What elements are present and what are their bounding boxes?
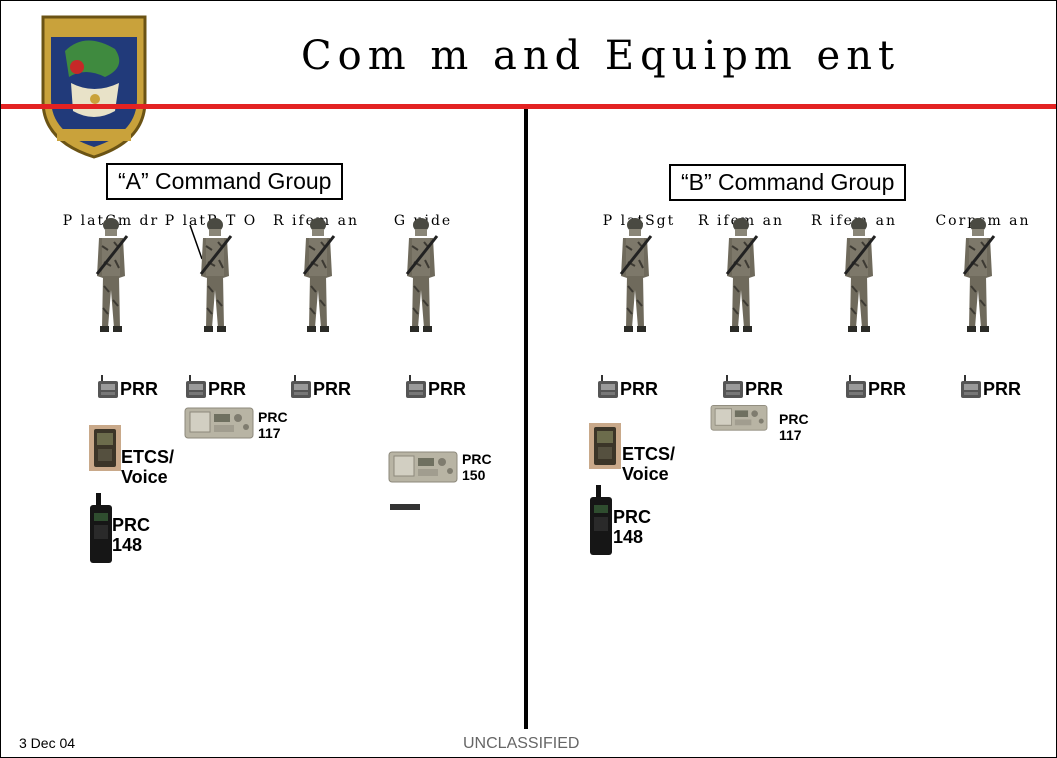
classification-label: UNCLASSIFIED: [463, 735, 580, 752]
prr-radio-icon: [406, 375, 428, 399]
prr-radio-icon: [98, 375, 120, 399]
prr-device: PRR: [406, 375, 466, 399]
soldier-icon: [613, 216, 657, 336]
prr-device: PRR: [846, 375, 906, 399]
handheld-radio-icon: [588, 485, 614, 555]
soldier-icon: [956, 216, 1000, 336]
prr-radio-icon: [723, 375, 745, 399]
device-label: PRR: [428, 379, 467, 399]
prr-radio-icon: [186, 375, 208, 399]
device-label: PRR: [208, 379, 247, 399]
prc150-label: PRC 150: [462, 451, 492, 483]
prr-device: PRR: [598, 375, 658, 399]
etcs-device-icon: [89, 425, 121, 471]
footer-date: 3 Dec 04: [19, 735, 76, 751]
prr-radio-icon: [598, 375, 620, 399]
prc148-label: PRC 148: [112, 515, 151, 555]
prr-radio-icon: [961, 375, 983, 399]
device-label: PRR: [868, 379, 907, 399]
prc117-label: PRC 117: [779, 411, 809, 443]
prr-device: PRR: [961, 375, 1021, 399]
soldier-icon: [296, 216, 340, 336]
warfighting-lab-logo: [41, 15, 147, 159]
prr-device: PRR: [723, 375, 783, 399]
etcs-label: ETCS/ Voice: [622, 444, 676, 484]
soldier-icon: [399, 216, 443, 336]
prr-radio-icon: [291, 375, 313, 399]
manpack-radio-icon: [184, 405, 254, 439]
prc148-label: PRC 148: [613, 507, 652, 547]
etcs-label: ETCS/ Voice: [121, 447, 175, 487]
prr-radio-icon: [846, 375, 868, 399]
soldier-icon: [193, 216, 237, 336]
device-label: PRR: [120, 379, 159, 399]
group-b-label: “B” Command Group: [669, 164, 907, 201]
rto-leader-line: [189, 224, 203, 260]
device-label: PRR: [745, 379, 784, 399]
soldier-icon: [719, 216, 763, 336]
group-a-label: “A” Command Group: [106, 163, 344, 200]
handheld-radio-icon: [88, 493, 114, 563]
slide-title: Com m and Equipm ent: [301, 33, 901, 79]
device-label: PRR: [313, 379, 352, 399]
device-label: PRR: [620, 379, 659, 399]
prr-device: PRR: [186, 375, 246, 399]
manpack-radio-icon: [704, 403, 774, 431]
etcs-device-icon: [589, 423, 621, 469]
handset-icon: [390, 504, 420, 510]
group-divider: [524, 109, 528, 729]
soldier-icon: [89, 216, 133, 336]
title-underline: [1, 104, 1056, 109]
device-label: PRR: [983, 379, 1022, 399]
prr-device: PRR: [291, 375, 351, 399]
manpack-radio-icon: [388, 449, 458, 483]
prc117-label: PRC 117: [258, 409, 288, 441]
prr-device: PRR: [98, 375, 158, 399]
soldier-icon: [837, 216, 881, 336]
